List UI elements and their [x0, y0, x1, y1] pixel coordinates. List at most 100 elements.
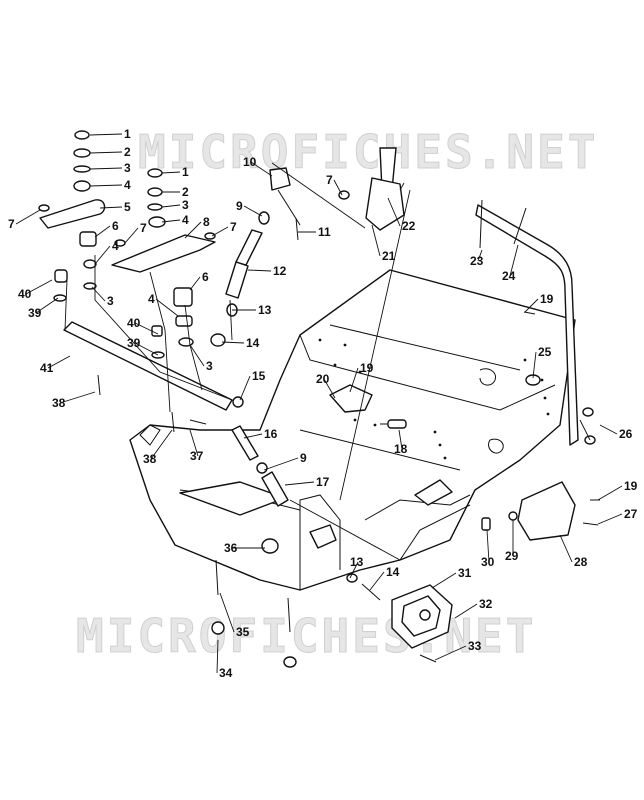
callout-number: 38: [143, 452, 157, 466]
callout-number: 13: [350, 555, 364, 569]
callout-leader: [94, 225, 111, 238]
callout-leader: [189, 276, 201, 291]
handle-bar-24: [475, 204, 579, 446]
callout-number: 30: [481, 555, 495, 569]
callout-number: 19: [624, 479, 638, 493]
callout-number: 11: [318, 225, 331, 239]
callout-leader: [559, 534, 573, 563]
steering-column-22: [365, 147, 405, 231]
chassis-frame: [129, 269, 576, 591]
callout-number: 19: [540, 292, 554, 306]
callout-number: 41: [40, 361, 54, 375]
callout-leader: [155, 298, 179, 317]
callout-number: 22: [402, 219, 416, 233]
callout-leader: [216, 639, 219, 674]
callout-number: 14: [386, 565, 400, 579]
callout-number: 18: [394, 442, 408, 456]
callout-number: 3: [182, 198, 189, 212]
callout-number: 33: [468, 639, 482, 653]
callout-leader: [161, 171, 181, 174]
callout-number: 4: [182, 213, 189, 227]
bolt-33: [419, 654, 437, 663]
callout-number: 39: [127, 336, 141, 350]
callout-leader: [239, 375, 251, 401]
callout-leader: [89, 151, 123, 154]
callout-leader: [349, 561, 359, 579]
plate-28: [517, 481, 576, 541]
hand-grips-23: [479, 199, 527, 249]
callout-number: 29: [505, 549, 519, 563]
callout-leader: [219, 592, 235, 633]
callout-leader: [99, 206, 123, 209]
callout-leader: [349, 367, 359, 393]
callout-leader: [47, 355, 71, 369]
callout-number: 32: [479, 597, 493, 611]
callout-leader: [597, 513, 623, 525]
watermark-top: MICROFICHES.NET: [138, 125, 598, 179]
callout-leader: [243, 205, 263, 217]
callout-number: 8: [203, 215, 210, 229]
callout-number: 7: [140, 221, 147, 235]
callout-number: 12: [273, 264, 287, 278]
callout-number: 2: [182, 185, 189, 199]
callout-number: 37: [190, 449, 204, 463]
assembly-guides: [64, 162, 591, 561]
callout-leader: [150, 429, 173, 460]
callout-number: 27: [624, 507, 638, 521]
callout-leader: [89, 133, 123, 136]
callout-number: 40: [18, 287, 32, 301]
callout-number: 36: [224, 541, 238, 555]
callout-leader: [524, 298, 539, 313]
callout-number: 3: [107, 294, 114, 308]
callout-leader: [532, 351, 537, 379]
callout-leader: [398, 429, 403, 450]
callout-number: 39: [28, 306, 42, 320]
callout-leader: [124, 227, 139, 244]
callout-number: 10: [243, 155, 257, 169]
callout-leader: [161, 204, 181, 208]
callout-leader: [161, 219, 181, 223]
callout-leader: [454, 603, 478, 619]
hardware: [97, 190, 600, 668]
callout-leader: [211, 226, 229, 237]
callout-number: 13: [258, 303, 272, 317]
callout-number: 1: [124, 127, 131, 141]
callout-leader: [184, 221, 202, 239]
callout-number: 4: [124, 178, 131, 192]
callout-number: 6: [112, 219, 119, 233]
rod-16: [231, 425, 259, 461]
callout-number: 14: [246, 336, 260, 350]
callout-number: 20: [316, 372, 330, 386]
chassis-holes: [318, 338, 550, 460]
watermark-bottom: MICROFICHES.NET: [76, 609, 536, 663]
callout-leader: [221, 341, 245, 344]
callout-leader: [134, 322, 159, 335]
callout-number: 2: [124, 145, 131, 159]
callout-leader: [486, 529, 490, 563]
callout-leader: [89, 167, 123, 170]
callout-leader: [434, 645, 467, 661]
callout-number: 9: [236, 199, 243, 213]
callout-number: 6: [202, 270, 209, 284]
callout-number: 25: [538, 345, 552, 359]
callout-number: 5: [124, 200, 131, 214]
callout-leader: [599, 424, 618, 435]
callout-leader: [597, 485, 623, 501]
callout-number: 38: [52, 396, 66, 410]
callout-leader: [250, 161, 273, 177]
mount-31-32: [391, 584, 453, 649]
bolt-18: [380, 419, 407, 429]
callout-leader: [509, 244, 519, 277]
callout-leader: [25, 279, 53, 295]
callout-number: 34: [219, 666, 233, 680]
callout-number: 4: [148, 292, 155, 306]
callout-number: 7: [8, 217, 15, 231]
nut-29: [508, 511, 518, 521]
bolt-30: [481, 517, 491, 531]
callout-number: 7: [326, 173, 333, 187]
callout-number: 4: [112, 239, 119, 253]
callout-leader: [189, 344, 205, 367]
callout-leader: [243, 433, 263, 439]
callout-leader: [333, 179, 343, 196]
callout-leader: [323, 378, 336, 399]
